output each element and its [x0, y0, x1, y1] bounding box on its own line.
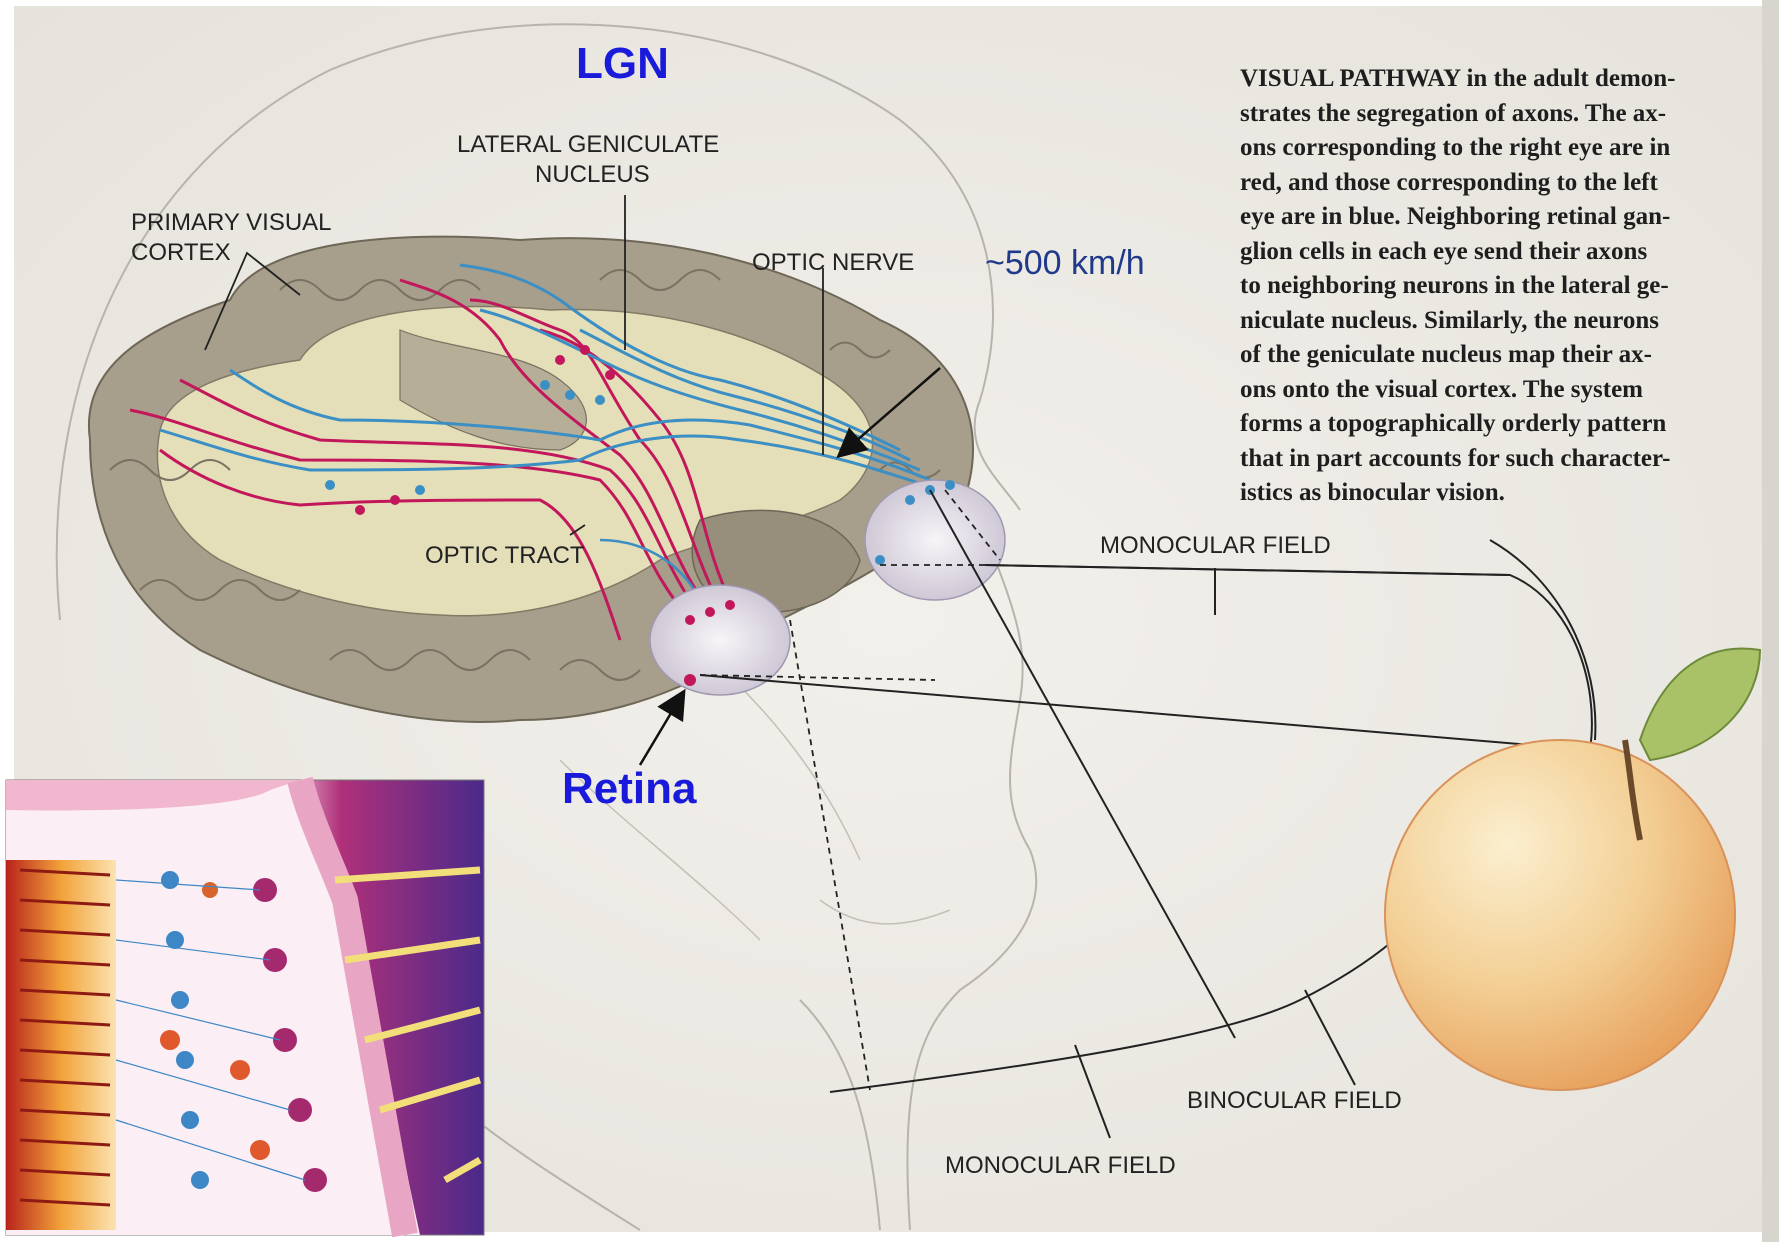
lateral-geniculate-label-line1: LATERAL GENICULATE	[457, 131, 719, 158]
caption-line: niculate nucleus. Similarly, the neurons	[1240, 304, 1779, 339]
speed-annotation: ~500 km/h	[985, 244, 1145, 282]
optic-nerve-label: OPTIC NERVE	[752, 249, 914, 276]
monocular-field-bottom-label: MONOCULAR FIELD	[945, 1152, 1176, 1179]
caption-line: forms a topographically orderly pattern	[1240, 407, 1779, 442]
figure-caption: VISUAL PATHWAY in the adult demon- strat…	[1240, 62, 1779, 511]
caption-line: to neighboring neurons in the lateral ge…	[1240, 269, 1779, 304]
caption-line: that in part accounts for such character…	[1240, 442, 1779, 477]
monocular-field-top-label: MONOCULAR FIELD	[1100, 532, 1331, 559]
lateral-geniculate-label-line2: NUCLEUS	[535, 161, 650, 188]
retina-annotation: Retina	[562, 764, 697, 813]
caption-line: eye are in blue. Neighboring retinal gan…	[1240, 200, 1779, 235]
photoreceptor-layer	[6, 860, 116, 1230]
caption-line: of the geniculate nucleus map their ax-	[1240, 338, 1779, 373]
right-eye	[650, 585, 790, 695]
binocular-field-label: BINOCULAR FIELD	[1187, 1087, 1402, 1114]
retina-inset	[6, 780, 484, 1235]
primary-visual-cortex-label-line2: CORTEX	[131, 239, 231, 266]
caption-line: ons corresponding to the right eye are i…	[1240, 131, 1779, 166]
caption-line: VISUAL PATHWAY in the adult demon-	[1240, 62, 1779, 97]
lgn-annotation: LGN	[576, 39, 669, 88]
caption-line: strates the segregation of axons. The ax…	[1240, 97, 1779, 132]
caption-line: istics as binocular vision.	[1240, 476, 1779, 511]
caption-line: glion cells in each eye send their axons	[1240, 235, 1779, 270]
primary-visual-cortex-label-line1: PRIMARY VISUAL	[131, 209, 332, 236]
optic-tract-label: OPTIC TRACT	[425, 542, 585, 569]
caption-line: red, and those corresponding to the left	[1240, 166, 1779, 201]
caption-line: ons onto the visual cortex. The system	[1240, 373, 1779, 408]
